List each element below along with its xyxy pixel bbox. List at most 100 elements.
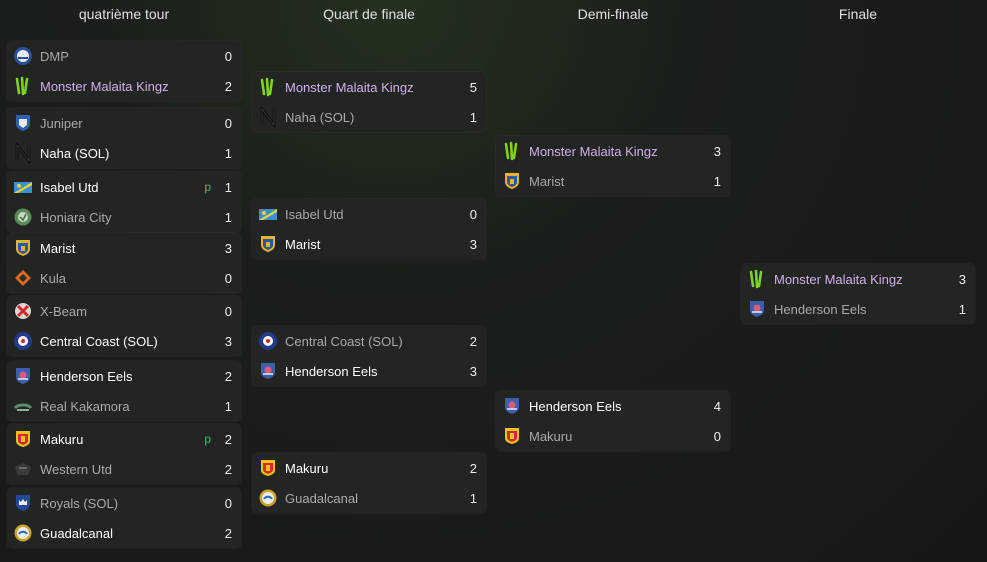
team-name[interactable]: Royals (SOL)	[40, 495, 119, 511]
honiara-crest-icon	[13, 207, 33, 227]
team-row[interactable]: Kula 0	[7, 263, 241, 293]
western-crest-icon	[13, 459, 33, 479]
team-name[interactable]: Western Utd	[40, 461, 113, 477]
royals-crest-icon	[13, 493, 33, 513]
team-score: 2	[469, 460, 477, 476]
team-row[interactable]: Monster Malaita Kingz 3	[741, 264, 975, 294]
team-name[interactable]: Central Coast (SOL)	[40, 333, 158, 349]
team-name[interactable]: Henderson Eels	[774, 301, 867, 317]
monster-crest-icon	[258, 77, 278, 97]
team-name[interactable]: X-Beam	[40, 303, 87, 319]
team-name[interactable]: Real Kakamora	[40, 398, 130, 414]
naha-crest-icon	[258, 107, 278, 127]
team-row[interactable]: X-Beam 0	[7, 296, 241, 326]
team-row[interactable]: Naha (SOL) 1	[7, 138, 241, 168]
team-score: 1	[224, 145, 232, 161]
team-score: 0	[224, 495, 232, 511]
guadalcanal-crest-icon	[13, 523, 33, 543]
team-row[interactable]: Marist 3	[7, 233, 241, 263]
team-name[interactable]: Monster Malaita Kingz	[774, 271, 903, 287]
team-name[interactable]: Henderson Eels	[40, 368, 133, 384]
team-row[interactable]: Central Coast (SOL)3	[7, 326, 241, 356]
team-score: 0	[224, 303, 232, 319]
team-score: 0	[224, 115, 232, 131]
team-row[interactable]: Royals (SOL) 0	[7, 488, 241, 518]
team-score: 3	[958, 271, 966, 287]
team-row[interactable]: Naha (SOL)1	[252, 102, 486, 132]
team-name[interactable]: Henderson Eels	[285, 363, 378, 379]
team-name[interactable]: DMP	[40, 48, 69, 64]
team-name[interactable]: Isabel Utd	[285, 206, 344, 222]
team-row[interactable]: Makuru 2	[252, 453, 486, 483]
team-name[interactable]: Monster Malaita Kingz	[40, 78, 169, 94]
team-row[interactable]: Isabel Utd 0	[252, 199, 486, 229]
team-name[interactable]: Makuru	[285, 460, 329, 476]
team-name[interactable]: Kula	[40, 270, 67, 286]
team-name[interactable]: Naha (SOL)	[285, 109, 355, 125]
team-name[interactable]: Monster Malaita Kingz	[529, 143, 658, 159]
team-name[interactable]: Marist	[40, 240, 76, 256]
team-name[interactable]: Honiara City	[40, 209, 112, 225]
team-score: 2	[224, 78, 232, 94]
team-name[interactable]: Guadalcanal	[40, 525, 113, 541]
team-name[interactable]: Marist	[285, 236, 321, 252]
team-row[interactable]: Monster Malaita Kingz 2	[7, 71, 241, 101]
team-score: 0	[469, 206, 477, 222]
monster-crest-icon	[13, 76, 33, 96]
marist-crest-icon	[502, 171, 522, 191]
team-name[interactable]: Isabel Utd	[40, 179, 99, 195]
round-title-demi-finale: Demi-finale	[577, 6, 649, 22]
team-name[interactable]: Guadalcanal	[285, 490, 358, 506]
monster-crest-icon	[747, 269, 767, 289]
monster-crest-icon	[502, 141, 522, 161]
team-score: 3	[224, 240, 232, 256]
team-score: 0	[224, 270, 232, 286]
team-name[interactable]: Makuru	[529, 428, 573, 444]
team-row[interactable]: Juniper 0	[7, 108, 241, 138]
team-score: 2	[224, 431, 232, 447]
team-name[interactable]: Marist	[529, 173, 565, 189]
henderson-crest-icon	[258, 361, 278, 381]
team-name[interactable]: Naha (SOL)	[40, 145, 110, 161]
team-name[interactable]: Juniper	[40, 115, 83, 131]
henderson-crest-icon	[13, 366, 33, 386]
team-name[interactable]: Central Coast (SOL)	[285, 333, 403, 349]
team-name[interactable]: Monster Malaita Kingz	[285, 79, 414, 95]
team-row[interactable]: Central Coast (SOL)2	[252, 326, 486, 356]
round-title-quart-de-finale: Quart de finale	[323, 6, 415, 22]
team-name[interactable]: Makuru	[40, 431, 84, 447]
team-name[interactable]: Henderson Eels	[529, 398, 622, 414]
